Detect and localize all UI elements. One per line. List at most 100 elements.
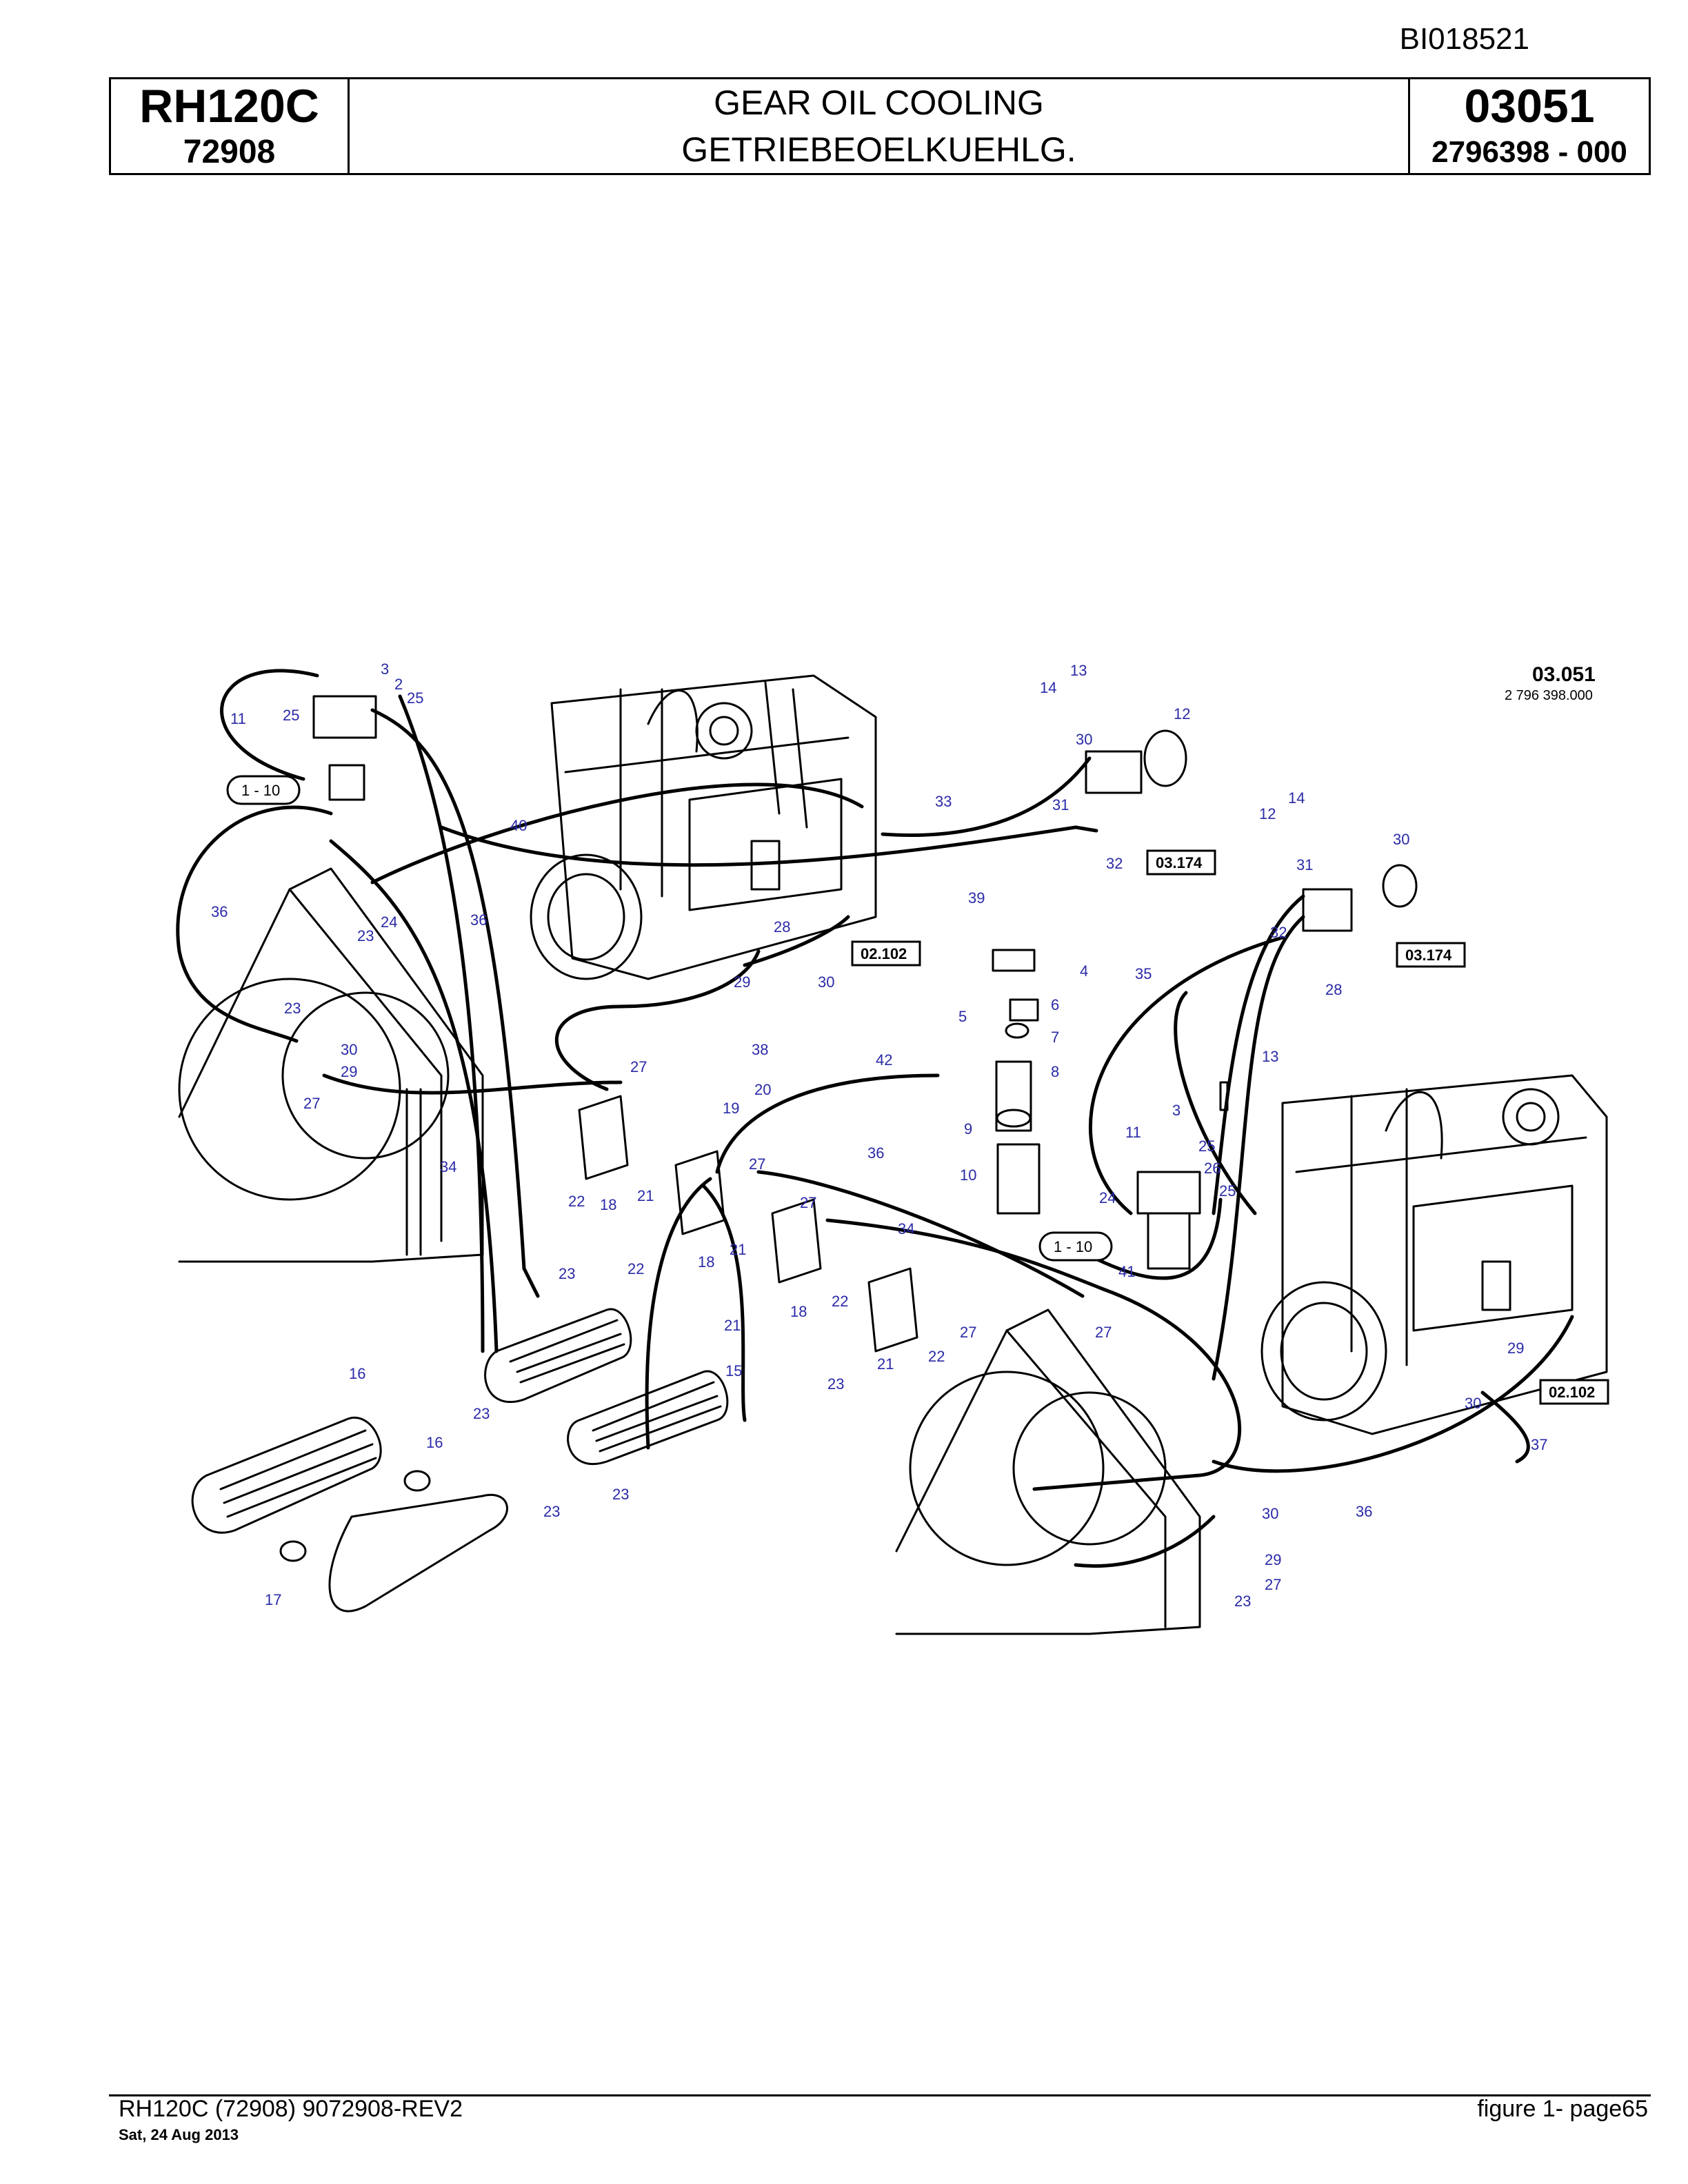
- footer-document-ref: RH120C (72908) 9072908-REV2: [119, 2096, 463, 2122]
- svg-text:03.174: 03.174: [1156, 854, 1203, 871]
- radiator-right: [895, 1308, 1201, 1635]
- callout-label: 17: [265, 1591, 281, 1608]
- callout-label: 32: [1106, 855, 1123, 872]
- ref-box-02102-right: 02.102: [1539, 1379, 1609, 1405]
- callout-label: 21: [724, 1317, 741, 1334]
- callout-label: 36: [1356, 1503, 1372, 1520]
- callout-label: 30: [1076, 731, 1092, 748]
- callout-label: 25: [1219, 1182, 1236, 1200]
- callout-labels: 3 2 25 11 25 40 36 24 23 36 23 30 29 27 …: [211, 660, 1547, 1610]
- callout-label: 30: [818, 973, 834, 991]
- serial-number: 72908: [183, 134, 276, 170]
- callout-label: 5: [958, 1008, 967, 1025]
- callout-label: 10: [960, 1166, 976, 1184]
- svg-text:03.174: 03.174: [1405, 947, 1452, 964]
- ref-box-03174-upper: 03.174: [1146, 849, 1216, 876]
- callout-label: 24: [1099, 1189, 1116, 1206]
- footer-date: Sat, 24 Aug 2013: [119, 2126, 239, 2143]
- callout-label: 18: [600, 1196, 616, 1213]
- callout-label: 36: [211, 903, 228, 920]
- callout-label: 21: [877, 1355, 894, 1373]
- callout-label: 23: [543, 1503, 560, 1520]
- group-cell: 03051 2796398 - 000: [1410, 79, 1649, 173]
- diagram-linework: [176, 669, 1608, 1635]
- reference-boxes: 03.174 03.174 02.102 02.102 1 - 10 1 - 1…: [226, 775, 1609, 1405]
- callout-label: 13: [1070, 662, 1087, 679]
- engine-left: [530, 674, 877, 980]
- callout-label: 8: [1051, 1063, 1059, 1080]
- callout-label: 27: [630, 1058, 647, 1075]
- callout-label: 4: [1080, 962, 1088, 980]
- callout-label: 30: [1393, 831, 1409, 848]
- callout-label: 25: [283, 707, 299, 724]
- callout-label: 31: [1052, 796, 1069, 813]
- footer-divider: [109, 2094, 1651, 2096]
- callout-label: 25: [1198, 1138, 1215, 1155]
- document-id: BI018521: [1399, 22, 1529, 56]
- callout-label: 11: [230, 710, 246, 727]
- callout-label: 23: [612, 1486, 629, 1503]
- callout-label: 22: [928, 1348, 945, 1365]
- callout-label: 29: [1265, 1551, 1281, 1568]
- callout-label: 36: [470, 911, 487, 929]
- callout-label: 26: [1204, 1160, 1220, 1177]
- callout-label: 14: [1288, 789, 1305, 807]
- callout-label: 34: [898, 1220, 914, 1237]
- callout-label: 30: [341, 1041, 357, 1058]
- engine-right: [1260, 1074, 1608, 1435]
- ref-box-1-10-right: 1 - 10: [1038, 1231, 1113, 1262]
- callout-label: 14: [1040, 679, 1056, 696]
- callout-label: 23: [357, 927, 374, 944]
- part-number: 2796398 - 000: [1431, 135, 1627, 169]
- callout-label: 42: [876, 1051, 892, 1069]
- callout-label: 22: [627, 1260, 644, 1277]
- callout-label: 27: [960, 1324, 976, 1341]
- callout-label: 27: [1265, 1576, 1281, 1593]
- title-english: GEAR OIL COOLING: [714, 83, 1044, 122]
- callout-label: 16: [426, 1434, 443, 1451]
- callout-label: 12: [1259, 805, 1276, 822]
- callout-label: 28: [774, 918, 790, 936]
- callout-label: 30: [1465, 1395, 1481, 1412]
- callout-label: 15: [725, 1362, 742, 1379]
- callout-label: 3: [381, 660, 389, 678]
- callout-label: 27: [800, 1194, 816, 1211]
- callout-label: 7: [1051, 1029, 1059, 1046]
- callout-label: 23: [827, 1375, 844, 1393]
- filter-assemblies: [312, 695, 1418, 1270]
- radiator-left: [178, 867, 484, 1263]
- callout-label: 22: [568, 1193, 585, 1210]
- oil-coolers: [191, 1308, 729, 1612]
- callout-label: 27: [1095, 1324, 1112, 1341]
- callout-label: 18: [790, 1303, 807, 1320]
- title-cell: GEAR OIL COOLING GETRIEBEOELKUEHLG.: [350, 79, 1410, 173]
- callout-label: 25: [407, 689, 423, 707]
- callout-label: 41: [1118, 1263, 1135, 1280]
- callout-label: 28: [1325, 981, 1342, 998]
- callout-label: 21: [730, 1241, 746, 1258]
- callout-label: 2: [394, 676, 403, 693]
- figure-code: 03.051: [1532, 663, 1596, 686]
- group-code: 03051: [1464, 80, 1595, 132]
- callout-label: 30: [1262, 1505, 1278, 1522]
- callout-label: 39: [968, 889, 985, 907]
- callout-label: 20: [754, 1081, 771, 1098]
- callout-label: 23: [284, 1000, 301, 1017]
- valve-blocks: [578, 1095, 918, 1353]
- svg-text:1 - 10: 1 - 10: [241, 782, 280, 799]
- callout-label: 19: [723, 1100, 739, 1117]
- callout-label: 24: [381, 913, 397, 931]
- ref-box-1-10-left: 1 - 10: [226, 775, 301, 805]
- callout-label: 36: [867, 1144, 884, 1162]
- callout-label: 40: [510, 817, 527, 834]
- callout-label: 27: [749, 1155, 765, 1173]
- callout-label: 29: [1507, 1339, 1524, 1357]
- callout-label: 6: [1051, 996, 1059, 1013]
- footer-page-ref: figure 1- page65: [1477, 2096, 1648, 2122]
- figure-part-number: 2 796 398.000: [1505, 688, 1593, 703]
- callout-label: 27: [303, 1095, 320, 1112]
- callout-label: 23: [1234, 1593, 1251, 1610]
- title-german: GETRIEBEOELKUEHLG.: [681, 130, 1076, 169]
- callout-label: 23: [473, 1405, 490, 1422]
